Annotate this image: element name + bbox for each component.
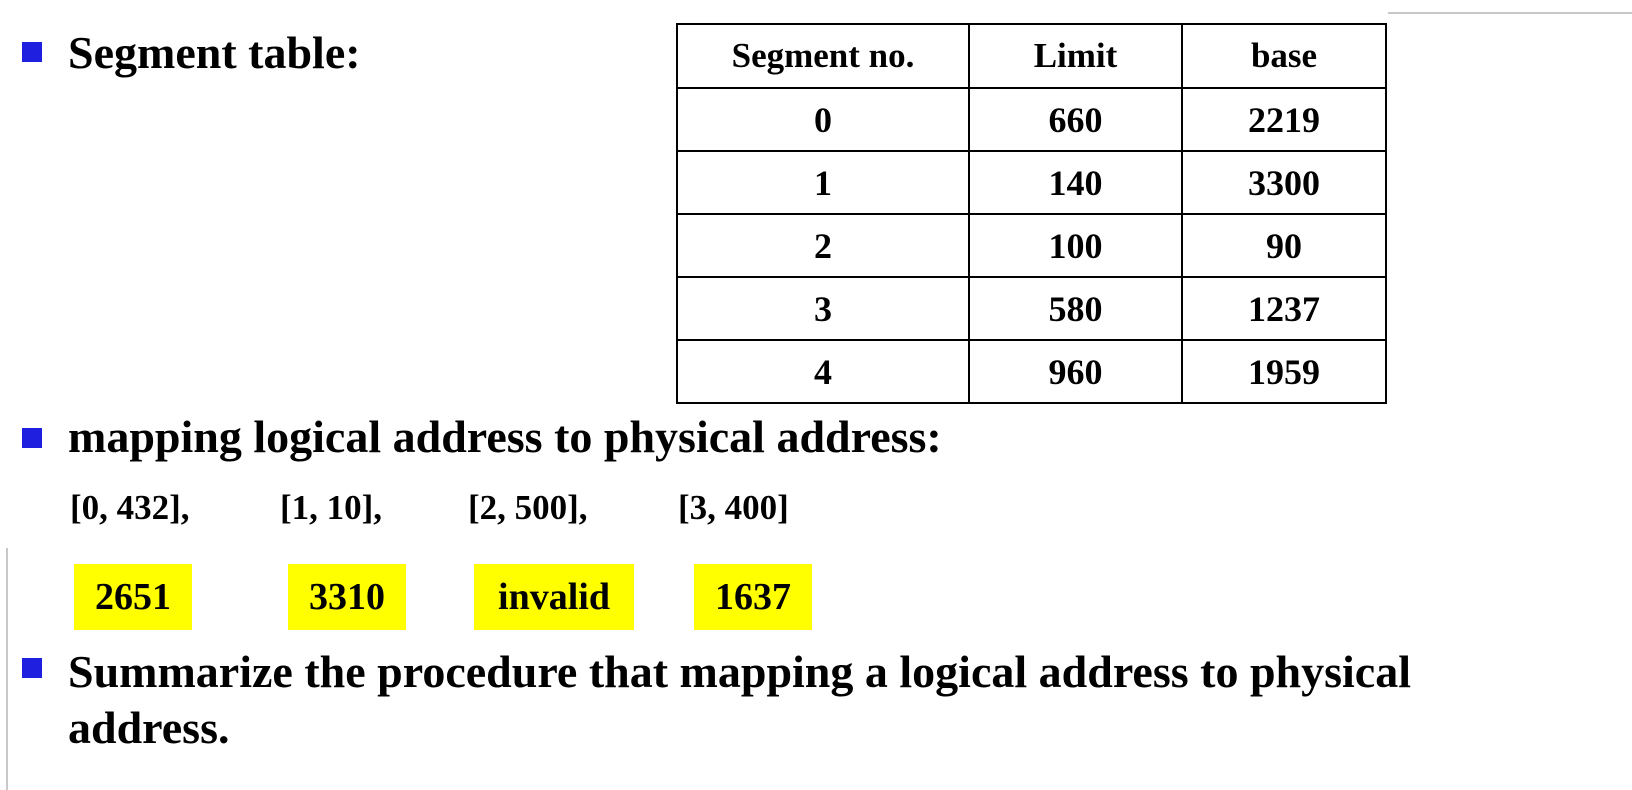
table-cell: 1237 <box>1181 276 1387 341</box>
top-divider <box>1388 12 1632 14</box>
table-cell: 1 <box>676 150 970 215</box>
mapping-heading: mapping logical address to physical addr… <box>68 411 942 462</box>
table-cell: 100 <box>968 213 1183 278</box>
column-header: base <box>1181 23 1387 89</box>
table-cell: 0 <box>676 87 970 152</box>
bullet-square-icon <box>22 428 42 448</box>
table-cell: 960 <box>968 339 1183 404</box>
physical-address-result: 3310 <box>288 564 406 630</box>
table-cell: 3 <box>676 276 970 341</box>
table-cell: 4 <box>676 339 970 404</box>
table-row: 4 960 1959 <box>676 339 1387 404</box>
logical-address: [2, 500], <box>468 488 588 527</box>
table-cell: 1959 <box>1181 339 1387 404</box>
table-row: 3 580 1237 <box>676 276 1387 341</box>
table-cell: 2219 <box>1181 87 1387 152</box>
table-cell: 90 <box>1181 213 1387 278</box>
table-row: 0 660 2219 <box>676 87 1387 152</box>
logical-address: [1, 10], <box>280 488 383 527</box>
physical-address-result: 1637 <box>694 564 812 630</box>
summary-line: Summarize the procedure that mapping a l… <box>68 646 1411 697</box>
logical-address: [3, 400] <box>678 488 789 527</box>
table-cell: 660 <box>968 87 1183 152</box>
table-header-row: Segment no. Limit base <box>676 23 1387 89</box>
bullet-square-icon <box>22 658 42 678</box>
table-cell: 140 <box>968 150 1183 215</box>
summary-question: Summarize the procedure that mapping a l… <box>68 644 1411 756</box>
table-cell: 580 <box>968 276 1183 341</box>
column-header: Limit <box>968 23 1183 89</box>
summary-line: address. <box>68 702 230 753</box>
left-divider <box>6 548 8 790</box>
table-cell: 2 <box>676 213 970 278</box>
segment-table: Segment no. Limit base 0 660 2219 1 140 … <box>676 23 1387 404</box>
physical-address-result: 2651 <box>74 564 192 630</box>
table-cell: 3300 <box>1181 150 1387 215</box>
column-header: Segment no. <box>676 23 970 89</box>
bullet-square-icon <box>22 42 42 62</box>
segment-table-heading: Segment table: <box>68 27 361 78</box>
logical-address: [0, 432], <box>70 488 190 527</box>
table-row: 1 140 3300 <box>676 150 1387 215</box>
table-row: 2 100 90 <box>676 213 1387 278</box>
physical-address-result: invalid <box>474 564 634 630</box>
